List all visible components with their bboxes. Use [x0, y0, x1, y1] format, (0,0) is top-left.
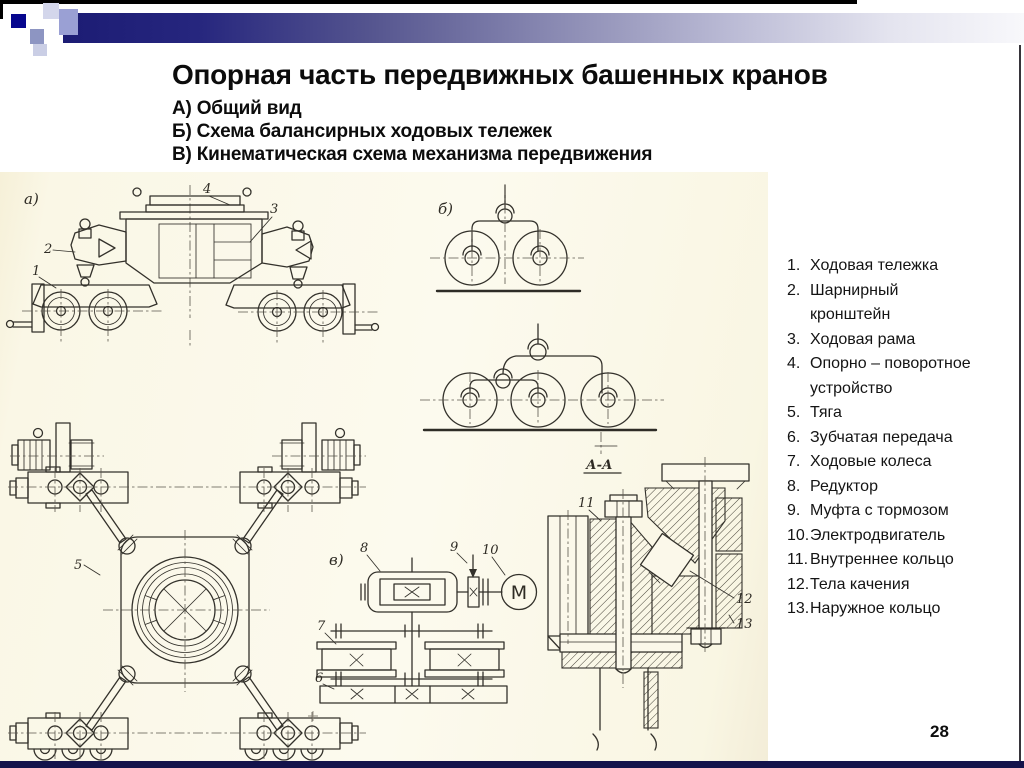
legend-item-text: Редуктор	[810, 477, 878, 495]
slide-title: Опорная часть передвижных башенных крано…	[172, 59, 828, 90]
callout-4: 4	[202, 182, 211, 197]
legend-item-number: 2.	[787, 281, 801, 299]
legend-item-number: 4.	[787, 355, 801, 372]
subtitle-line-b: Б) Схема балансирных ходовых тележек	[172, 121, 552, 142]
legend-item: 7. Ходовые колеса	[787, 450, 1012, 475]
slide-right-border	[1019, 45, 1021, 762]
deco-square-small	[33, 44, 47, 56]
legend-item-text: Тяга	[810, 404, 842, 421]
legend-item-text: Электродвигатель	[810, 526, 946, 544]
legend-item-number: 12.	[787, 575, 810, 593]
title-block: Опорная часть передвижных башенных крано…	[172, 60, 892, 166]
legend-item: 3. Ходовая рама	[787, 328, 1012, 353]
callout-10: 10	[482, 543, 499, 558]
subtitle-line-a: А) Общий вид	[172, 98, 302, 119]
deco-square-light	[43, 3, 59, 19]
figure-v-kinematic-scheme: в) М 8	[308, 540, 538, 721]
deco-square-medium	[59, 9, 78, 35]
legend-item-number: 13.	[787, 600, 810, 617]
technical-figure: а) 4 3 2 1 б)	[5, 182, 753, 762]
header-gradient-bar	[63, 13, 1024, 43]
legend-item: 9. Муфта с тормозом	[787, 499, 1012, 524]
callout-13: 13	[736, 617, 753, 632]
legend-item: 5. Тяга	[787, 401, 1012, 426]
callout-6: 6	[315, 671, 323, 686]
legend-item: 13.Наружное кольцо	[787, 597, 1012, 622]
callout-12: 12	[736, 592, 753, 607]
callout-3: 3	[270, 202, 278, 217]
figure-b-bogie-scheme-top: б)	[430, 184, 584, 293]
callout-2: 2	[43, 242, 52, 257]
legend-item-number: 3.	[787, 330, 801, 348]
top-black-bar	[0, 0, 857, 4]
figure-b-bogie-scheme-bottom	[420, 323, 664, 454]
legend-item-number: 8.	[787, 477, 801, 495]
legend-item: 6. Зубчатая передача	[787, 426, 1012, 451]
top-black-notch	[0, 0, 3, 19]
scanned-figure-area: а) 4 3 2 1 б)	[0, 172, 768, 763]
callout-1: 1	[32, 264, 40, 279]
legend-item-text: Ходовая рама	[810, 330, 916, 348]
figure-x-frame-plan: 5	[8, 422, 366, 762]
legend-item-text: Зубчатая передача	[810, 428, 953, 446]
legend-item-number: 7.	[787, 453, 801, 470]
legend-item-number: 11.	[787, 551, 809, 568]
legend-item: 1. Ходовая тележка	[787, 254, 1012, 279]
figure-b-label: б)	[438, 200, 453, 218]
callout-9: 9	[450, 540, 458, 555]
callout-11: 11	[578, 496, 595, 511]
legend-item-text: Внутреннее кольцо	[810, 551, 954, 568]
legend-item-number: 6.	[787, 428, 801, 446]
legend-item-text: Ходовые колеса	[810, 453, 932, 470]
section-label: А-А	[585, 458, 613, 473]
legend-item-text: Ходовая тележка	[810, 257, 939, 274]
legend-item-text: Муфта с тормозом	[810, 502, 949, 519]
figure-a-label: а)	[24, 190, 39, 208]
figure-a-general-view: а) 4 3 2 1	[5, 182, 380, 348]
bottom-bar	[0, 761, 1024, 768]
callout-8: 8	[360, 541, 368, 556]
registration-mark	[308, 711, 318, 721]
legend-item-number: 10.	[787, 526, 810, 544]
callout-5: 5	[74, 558, 82, 573]
legend-item-text: Тела качения	[810, 575, 910, 593]
figure-aa-section: А-А	[547, 457, 753, 751]
legend-item-number: 9.	[787, 502, 801, 519]
legend-item-number: 1.	[787, 257, 801, 274]
legend-item: 12.Тела качения	[787, 573, 1012, 598]
callout-7: 7	[317, 619, 326, 634]
legend-item-text: Наружное кольцо	[810, 600, 941, 617]
motor-letter: М	[511, 582, 527, 604]
subtitle-line-v: В) Кинематическая схема механизма передв…	[172, 144, 653, 165]
legend-item: 8. Редуктор	[787, 475, 1012, 500]
legend-item: 10.Электродвигатель	[787, 524, 1012, 549]
page-number: 28	[930, 722, 949, 741]
figure-v-label: в)	[329, 551, 344, 569]
deco-square-gray	[30, 29, 44, 44]
legend-item: 11.Внутреннее кольцо	[787, 548, 1012, 573]
legend-item-number: 5.	[787, 404, 801, 421]
deco-square-navy	[11, 14, 26, 28]
